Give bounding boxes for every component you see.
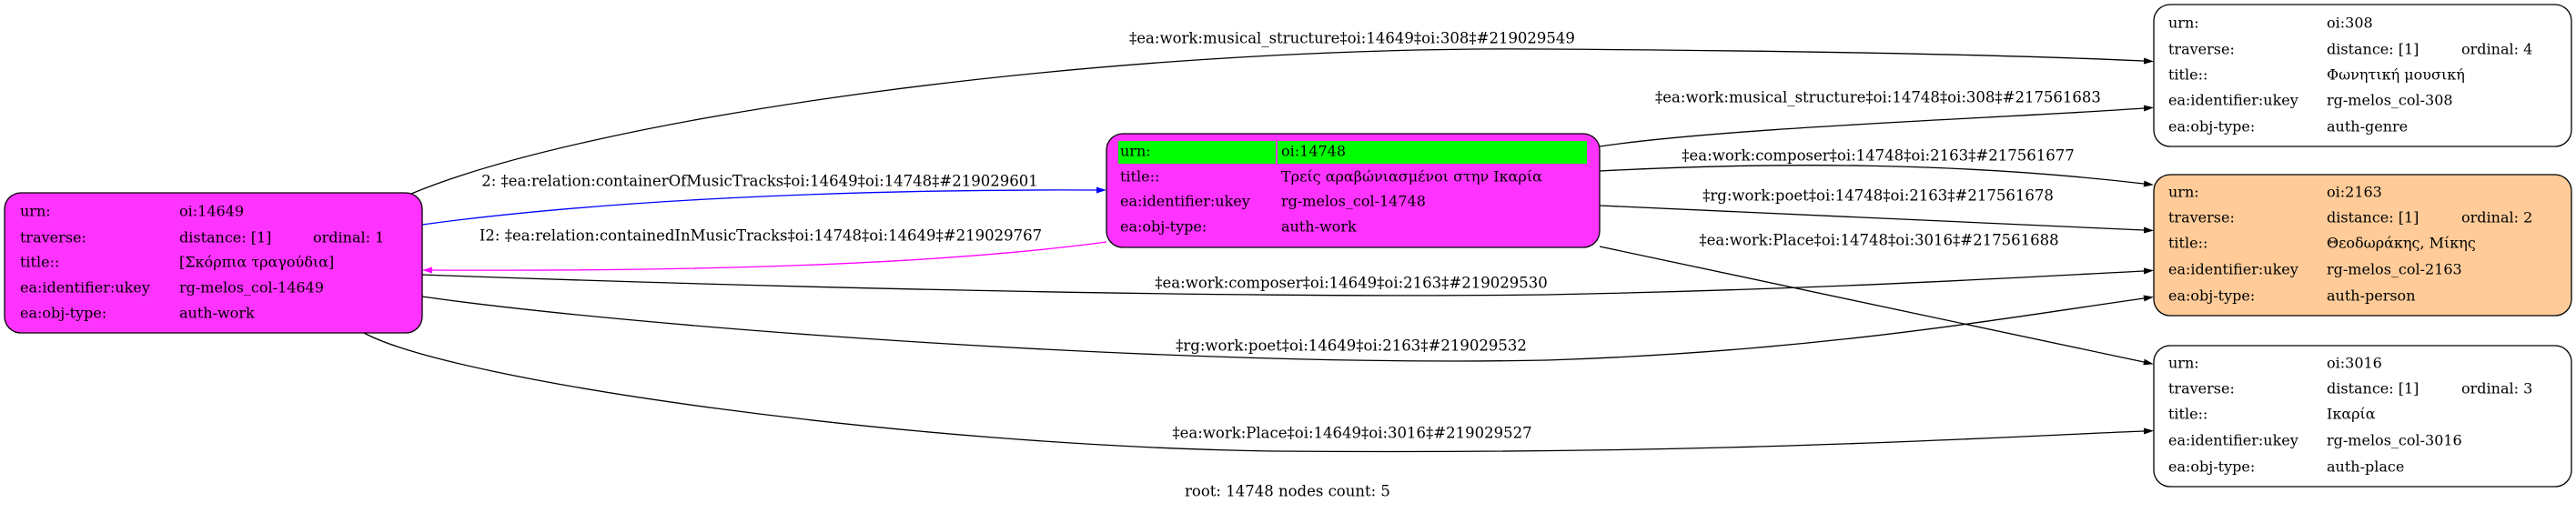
- type-value: auth-person: [2327, 287, 2416, 305]
- field-label: ea:obj-type:: [20, 305, 106, 322]
- type-value: auth-work: [1281, 218, 1357, 236]
- node-box: [2153, 4, 2572, 147]
- edge-labels: ‡ea:work:musical_structure‡oi:14649‡oi:3…: [480, 30, 2101, 442]
- ukey-value: rg-melos_col-14649: [179, 279, 324, 297]
- urn-value: oi:2163: [2327, 184, 2382, 201]
- field-label: urn:: [2168, 15, 2199, 32]
- urn-value: oi:3016: [2327, 355, 2382, 372]
- field-label: urn:: [2168, 184, 2199, 201]
- field-label: ea:obj-type:: [2168, 118, 2255, 136]
- field-label: ea:obj-type:: [2168, 287, 2255, 305]
- type-value: auth-place: [2327, 458, 2404, 476]
- node-14649[interactable]: urn: oi:14649 traverse: distance: [1] or…: [4, 192, 423, 334]
- field-label: title::: [1120, 168, 1159, 186]
- field-label: urn:: [1120, 143, 1151, 160]
- type-value: auth-work: [179, 305, 255, 322]
- urn-value: oi:14649: [179, 203, 244, 220]
- field-label: urn:: [2168, 355, 2199, 372]
- title-value: Τρείς αραβώνιασμένοι στην Ικαρία: [1281, 168, 1542, 186]
- field-label: ea:obj-type:: [2168, 458, 2255, 476]
- graph-footer: root: 14748 nodes count: 5: [1185, 483, 1390, 500]
- title-value: Θεοδωράκης, Μίκης: [2327, 235, 2476, 252]
- ordinal-value: ordinal: 1: [313, 229, 384, 246]
- edge-label: ‡rg:work:poet‡oi:14748‡oi:2163‡#21756167…: [1702, 187, 2054, 205]
- edge-label: 2: ‡ea:relation:containerOfMusicTracks‡o…: [481, 173, 1037, 190]
- node-3016[interactable]: urn: oi:3016 traverse: distance: [1] ord…: [2153, 345, 2572, 488]
- ukey-value: rg-melos_col-3016: [2327, 432, 2462, 449]
- edge-a-b-container[interactable]: [421, 186, 1106, 226]
- title-value: [Σκόρπια τραγούδια]: [179, 254, 334, 271]
- edge-label: ‡ea:work:composer‡oi:14649‡oi:2163‡#2190…: [1155, 275, 1547, 292]
- node-308[interactable]: urn: oi:308 traverse: distance: [1] ordi…: [2153, 4, 2572, 147]
- ordinal-value: ordinal: 3: [2461, 380, 2532, 397]
- ordinal-value: ordinal: 4: [2461, 41, 2532, 58]
- type-value: auth-genre: [2327, 118, 2408, 136]
- field-label: title::: [20, 254, 59, 271]
- node-box: [2153, 345, 2572, 488]
- field-label: title::: [2168, 406, 2207, 423]
- title-value: Ικαρία: [2327, 406, 2376, 423]
- edge-label: I2: ‡ea:relation:containedInMusicTracks‡…: [480, 227, 1042, 245]
- edge-b-c-structure[interactable]: [1599, 105, 2154, 147]
- edges: [363, 48, 2154, 453]
- field-label: ea:identifier:ukey: [2168, 432, 2298, 449]
- node-14748-root[interactable]: urn: oi:14748 title:: Τρείς αραβώνιασμέν…: [1106, 133, 1601, 248]
- edge-label: ‡ea:work:musical_structure‡oi:14748‡oi:3…: [1655, 89, 2101, 106]
- edge-b-e-place[interactable]: [1599, 246, 2154, 366]
- urn-value: oi:14748: [1281, 143, 1346, 160]
- distance-value: distance: [1]: [2327, 209, 2419, 226]
- node-box: [2153, 174, 2572, 317]
- distance-value: distance: [1]: [179, 229, 271, 246]
- node-2163[interactable]: urn: oi:2163 traverse: distance: [1] ord…: [2153, 174, 2572, 317]
- edge-a-d-poet[interactable]: [421, 295, 2154, 362]
- edge-a-c-structure[interactable]: [410, 48, 2154, 195]
- field-label: traverse:: [2168, 380, 2235, 397]
- field-label: traverse:: [2168, 41, 2235, 58]
- field-label: ea:obj-type:: [1120, 218, 1207, 236]
- ukey-value: rg-melos_col-2163: [2327, 261, 2462, 278]
- edge-a-d-composer[interactable]: [421, 267, 2154, 297]
- edge-a-e-place[interactable]: [363, 332, 2154, 453]
- urn-value: oi:308: [2327, 15, 2373, 32]
- ukey-value: rg-melos_col-14748: [1281, 193, 1426, 210]
- edge-label: ‡ea:work:Place‡oi:14649‡oi:3016‡#2190295…: [1172, 425, 1531, 442]
- edge-b-d-poet[interactable]: [1599, 205, 2154, 234]
- root-highlight-cell: [1278, 141, 1587, 164]
- ukey-value: rg-melos_col-308: [2327, 92, 2453, 109]
- distance-value: distance: [1]: [2327, 41, 2419, 58]
- field-label: ea:identifier:ukey: [2168, 261, 2298, 278]
- field-label: traverse:: [2168, 209, 2235, 226]
- field-label: ea:identifier:ukey: [2168, 92, 2298, 109]
- field-label: title::: [2168, 235, 2207, 252]
- field-label: urn:: [20, 203, 51, 220]
- edge-b-a-contained[interactable]: [422, 241, 1107, 274]
- distance-value: distance: [1]: [2327, 380, 2419, 397]
- edge-b-d-composer[interactable]: [1599, 165, 2154, 187]
- field-label: title::: [2168, 66, 2207, 84]
- edge-label: ‡rg:work:poet‡oi:14649‡oi:2163‡#21902953…: [1176, 337, 1527, 355]
- node-box: [4, 192, 423, 334]
- edge-label: ‡ea:work:musical_structure‡oi:14649‡oi:3…: [1129, 30, 1575, 47]
- edge-label: ‡ea:work:Place‡oi:14748‡oi:3016‡#2175616…: [1699, 232, 2058, 249]
- edge-label: ‡ea:work:composer‡oi:14748‡oi:2163‡#2175…: [1682, 147, 2074, 165]
- title-value: Φωνητική μουσική: [2327, 66, 2465, 84]
- field-label: ea:identifier:ukey: [20, 279, 150, 297]
- ordinal-value: ordinal: 2: [2461, 209, 2532, 226]
- field-label: traverse:: [20, 229, 86, 246]
- root-highlight-cell: [1118, 141, 1276, 164]
- field-label: ea:identifier:ukey: [1120, 193, 1250, 210]
